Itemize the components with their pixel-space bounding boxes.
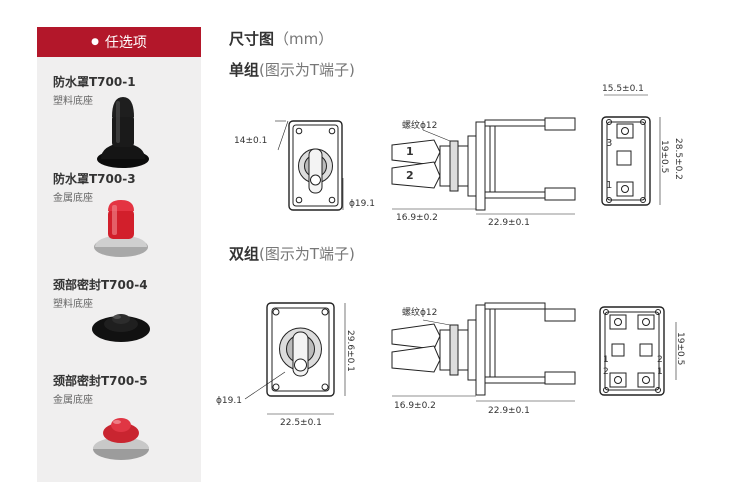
double-title-note: (图示为T端子)	[259, 245, 355, 263]
double-title-bold: 双组	[229, 245, 260, 263]
option-name: 颈部密封T700-4	[53, 278, 148, 292]
options-header-label: 任选项	[104, 35, 147, 51]
double-back-h1-label: 19±0.5	[675, 332, 685, 365]
double-thread-label: 螺纹ϕ12	[402, 306, 437, 318]
single-title-bold: 单组	[229, 61, 260, 79]
single-back-top-label: 15.5±0.1	[602, 84, 644, 94]
single-section-title: 单组(图示为T端子)	[229, 59, 355, 80]
double-back-terminal-2: 2	[603, 367, 609, 377]
option-name: 防水罩T700-3	[53, 172, 136, 186]
bullet-icon: ●	[91, 37, 99, 47]
single-front-diameter-label: ϕ19.1	[349, 199, 375, 209]
double-back-terminal-1b: 1	[657, 367, 663, 377]
options-header: ● 任选项	[37, 27, 201, 57]
option-name: 防水罩T700-1	[53, 75, 136, 89]
title-unit: （mm）	[274, 30, 334, 48]
single-back-h2-label: 28.5±0.2	[673, 138, 683, 180]
double-back-view	[599, 306, 677, 396]
double-front-height-label: 29.6±0.1	[345, 330, 355, 372]
option-name: 颈部密封T700-5	[53, 374, 148, 388]
neck-seal-red-metal-image	[93, 418, 149, 460]
double-side-b-label: 22.9±0.1	[488, 406, 530, 416]
single-terminal-label-1: 1	[406, 145, 414, 158]
single-back-h1-label: 19±0.5	[659, 140, 669, 173]
double-front-view	[244, 302, 346, 415]
double-side-view	[391, 302, 576, 402]
single-thread-label: 螺纹ϕ12	[402, 119, 437, 131]
page-title: 尺寸图（mm）	[229, 28, 333, 49]
option-base: 塑料底座	[53, 299, 93, 310]
single-side-b-label: 22.9±0.1	[488, 218, 530, 228]
double-back-terminal-1: 1	[603, 355, 609, 365]
options-sidebar: ● 任选项 防水罩T700-1 塑料底座 防水罩T700-3 金属底座 颈部密封…	[37, 27, 201, 482]
boot-cap-black-plastic-image	[97, 97, 149, 168]
single-title-note: (图示为T端子)	[259, 61, 355, 79]
single-back-view	[601, 94, 661, 206]
single-side-view	[391, 117, 576, 215]
single-side-a-label: 16.9±0.2	[396, 213, 438, 223]
single-front-width-label: 14±0.1	[234, 136, 267, 146]
title-bold: 尺寸图	[229, 30, 275, 48]
option-item: 防水罩T700-3 金属底座	[53, 170, 193, 204]
double-front-width-label: 22.5±0.1	[280, 418, 322, 428]
single-back-terminal-1: 1	[606, 180, 612, 191]
single-back-terminal-3: 3	[606, 138, 612, 149]
option-item: 颈部密封T700-5 金属底座	[53, 372, 193, 406]
boot-cap-red-metal-image	[94, 200, 148, 257]
neck-seal-black-plastic-image	[92, 314, 150, 342]
option-base: 塑料底座	[53, 96, 93, 107]
double-front-diameter-label: ϕ19.1	[216, 396, 242, 406]
double-section-title: 双组(图示为T端子)	[229, 243, 355, 264]
option-item: 颈部密封T700-4 塑料底座	[53, 276, 193, 310]
option-base: 金属底座	[53, 395, 93, 406]
double-side-a-label: 16.9±0.2	[394, 401, 436, 411]
double-back-terminal-2b: 2	[657, 355, 663, 365]
option-item: 防水罩T700-1 塑料底座	[53, 73, 193, 107]
single-terminal-label-2: 2	[406, 169, 414, 182]
option-base: 金属底座	[53, 193, 93, 204]
single-front-view	[275, 120, 344, 211]
